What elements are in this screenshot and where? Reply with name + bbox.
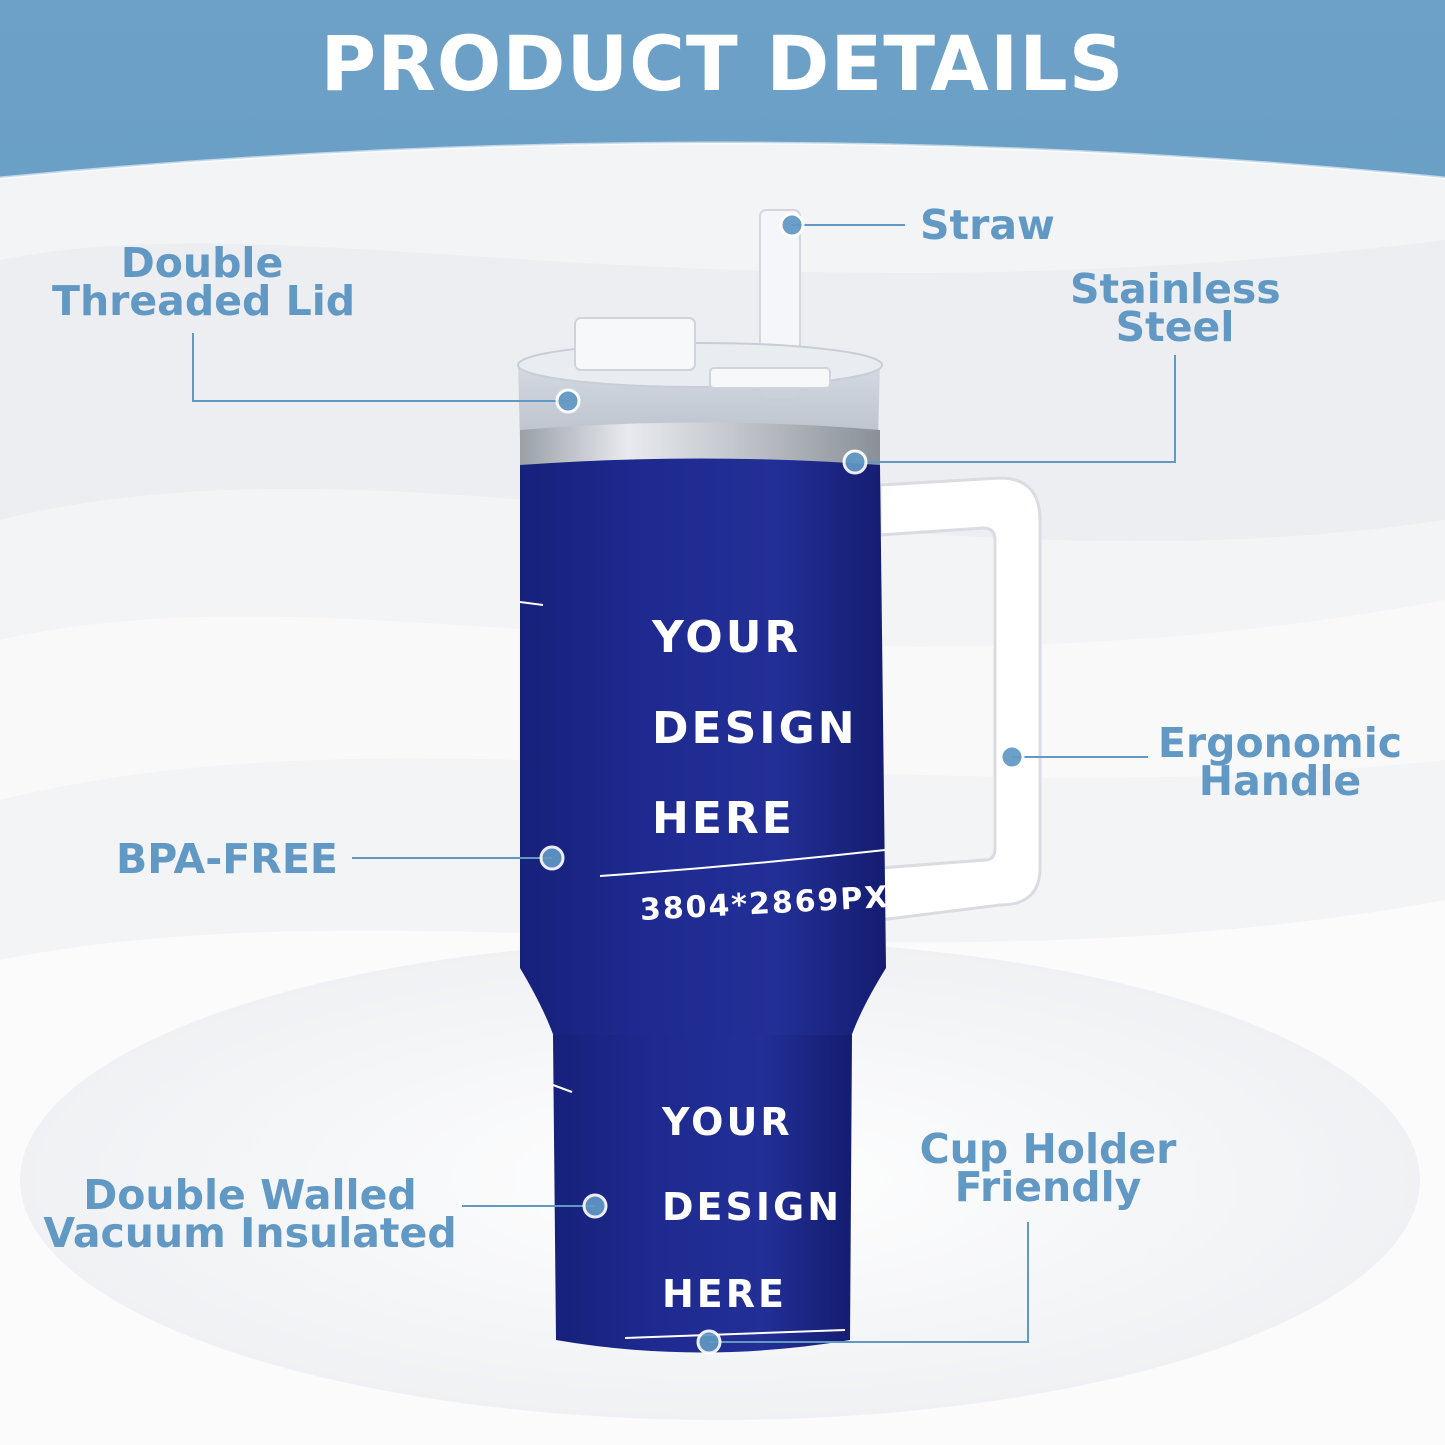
steel-label-line2: Steel <box>1115 303 1235 351</box>
lower-design-line1: YOUR <box>662 1100 793 1144</box>
page-title: PRODUCT DETAILS <box>320 19 1125 108</box>
cupholder-label-line1: Cup Holder <box>919 1125 1177 1173</box>
steel-label: Stainless Steel <box>1070 265 1281 351</box>
bpa-marker <box>539 845 565 871</box>
handle-label-line2: Handle <box>1198 757 1362 805</box>
cupholder-marker <box>696 1329 722 1355</box>
insulated-marker <box>582 1193 608 1219</box>
handle-marker <box>999 744 1025 770</box>
insulated-label-line2: Vacuum Insulated <box>43 1209 457 1257</box>
upper-design-line3: HERE <box>652 793 795 844</box>
lid-label: Double Threaded Lid <box>52 239 356 325</box>
steel-label-line1: Stainless <box>1070 265 1281 313</box>
insulated-label-line1: Double Walled <box>83 1171 417 1219</box>
upper-design-line1: YOUR <box>652 612 802 663</box>
straw-label: Straw <box>920 201 1055 249</box>
lower-design-line2: DESIGN <box>662 1185 843 1229</box>
bpa-label-line1: BPA-FREE <box>116 835 338 883</box>
straw-marker <box>779 212 805 238</box>
insulated-label: Double Walled Vacuum Insulated <box>40 1171 460 1257</box>
lid-marker <box>555 388 581 414</box>
lid-label-line2: Threaded Lid <box>52 277 356 325</box>
steel-marker <box>842 449 868 475</box>
lower-design-line3: HERE <box>662 1272 787 1316</box>
straw-label-line1: Straw <box>920 201 1055 249</box>
cupholder-label: Cup Holder Friendly <box>918 1125 1178 1211</box>
cupholder-label-line2: Friendly <box>954 1163 1142 1211</box>
handle-label-line1: Ergonomic <box>1157 719 1403 767</box>
handle-label: Ergonomic Handle <box>1155 719 1405 805</box>
lid-label-line1: Double <box>120 239 284 287</box>
bpa-label: BPA-FREE <box>116 835 338 883</box>
upper-design-line2: DESIGN <box>652 703 858 754</box>
